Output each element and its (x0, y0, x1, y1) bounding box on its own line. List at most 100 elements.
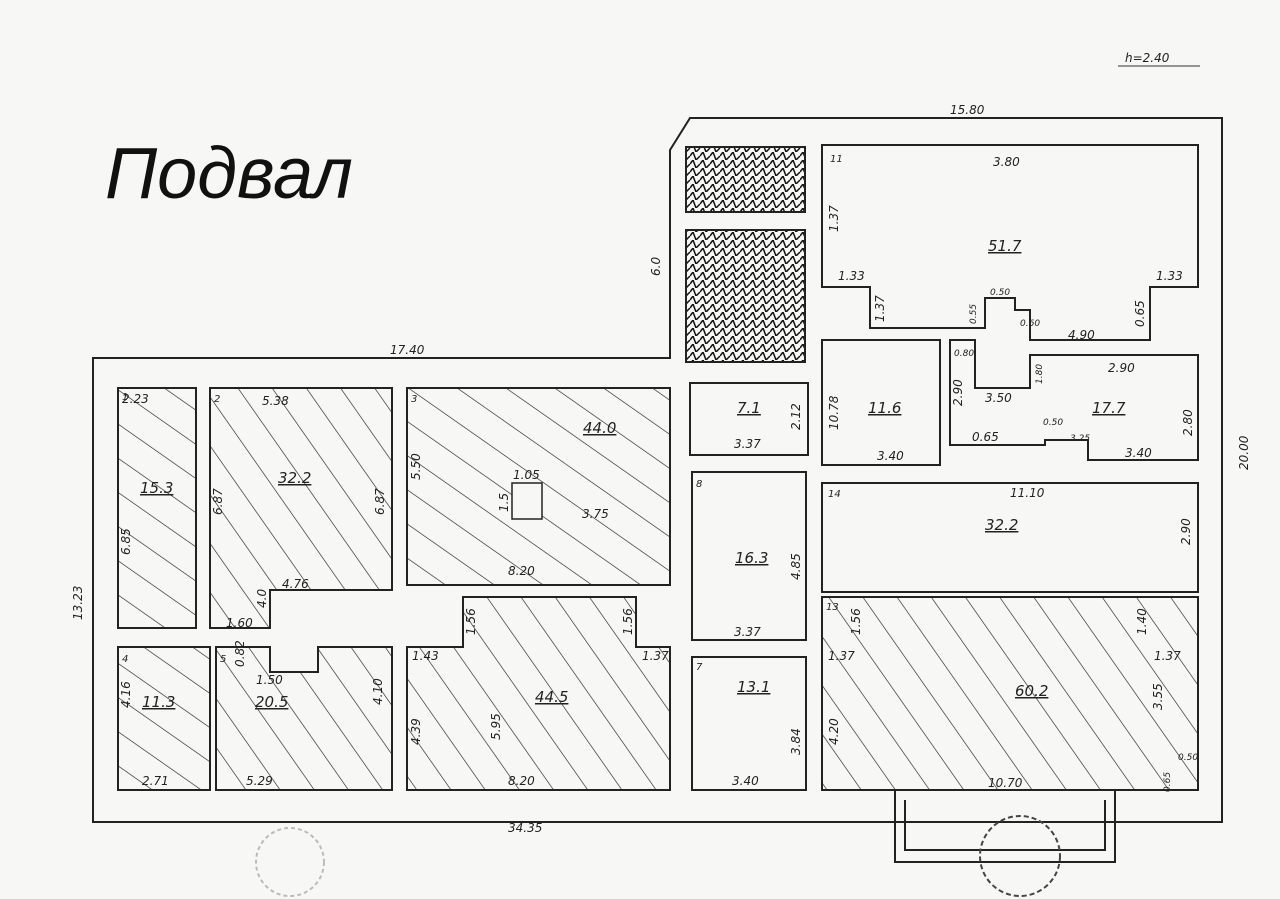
room-1 (117, 387, 197, 629)
dim-label: 2.80 (1181, 409, 1195, 436)
area-label: 32.2 (985, 516, 1018, 534)
dim-label: 2.90 (1108, 361, 1135, 375)
ceiling-height-note: h=2.40 (1125, 51, 1170, 65)
dim-label: 10.70 (988, 776, 1023, 790)
room-number: 5 (220, 654, 226, 665)
dim-label: 5.38 (262, 394, 289, 408)
dimension-labels: 17.40 34.35 13.23 15.80 20.00 6.0 2.23 5… (71, 103, 1251, 835)
dim-label: 2.71 (142, 774, 169, 788)
dim-label: 4.85 (789, 553, 803, 580)
dim-label: 6.85 (119, 528, 133, 555)
room-numbers: 1 2 3 4 5 7 8 11 13 14 (122, 154, 843, 673)
dim-label: 3.25 (1070, 434, 1090, 444)
dim-label: 1.40 (1135, 608, 1149, 635)
room-60-2 (821, 596, 1199, 791)
dim-label: 1.80 (1035, 364, 1045, 384)
dim-label: 3.40 (1125, 446, 1152, 460)
dim-label: 0.65 (972, 430, 999, 444)
area-label: 7.1 (737, 399, 761, 417)
dim-label: 4.10 (371, 678, 385, 705)
room-number: 11 (830, 154, 843, 165)
stamp-left (255, 827, 325, 897)
room-4 (117, 646, 211, 791)
plan-title: Подвал (105, 134, 353, 214)
dim-label: 3.40 (877, 449, 904, 463)
dim-label: 3.80 (993, 155, 1020, 169)
dim-label: 8.20 (508, 564, 535, 578)
dim-label: 1.37 (827, 205, 841, 232)
dim-label: 1.50 (256, 673, 283, 687)
dim-label: 34.35 (508, 821, 542, 835)
area-label: 16.3 (735, 549, 768, 567)
dim-label: 0.60 (1020, 319, 1040, 329)
outer-wall (92, 117, 1223, 823)
dim-label: 1.33 (1156, 269, 1183, 283)
dim-label: 2.90 (1179, 518, 1193, 545)
room-number: 14 (828, 489, 841, 500)
dim-label: 17.40 (390, 343, 425, 357)
dim-label: 0.65 (1133, 300, 1147, 327)
dim-label: 0.50 (990, 288, 1010, 298)
dim-label: 0.80 (954, 349, 974, 359)
room-2 (209, 387, 393, 629)
dim-label: 2.12 (789, 403, 803, 430)
dim-label: 1.56 (621, 608, 635, 635)
dim-label: 6.87 (373, 488, 387, 515)
dim-label: 6.0 (649, 257, 663, 276)
dim-label: 1.56 (464, 608, 478, 635)
room-7 (691, 656, 807, 791)
area-label: 13.1 (737, 678, 770, 696)
dim-label: 13.23 (71, 586, 85, 620)
dim-label: 1.60 (226, 616, 253, 630)
stamp-right (979, 815, 1061, 897)
dim-label: 4.39 (409, 718, 423, 745)
dim-label: 3.37 (734, 437, 761, 451)
room-number: 13 (826, 602, 839, 613)
dim-label: 3.55 (1151, 683, 1165, 710)
room-number: 3 (411, 394, 417, 405)
dim-label: 5.50 (409, 453, 423, 480)
room-11 (821, 144, 1199, 341)
dim-label: 3.50 (985, 391, 1012, 405)
dim-label: 4.90 (1068, 328, 1095, 342)
dim-label: 4.16 (119, 681, 133, 708)
dim-label: 5.29 (246, 774, 273, 788)
dim-label: 0.50 (1178, 753, 1198, 763)
dim-label: 4.0 (255, 589, 269, 608)
room-11-6 (821, 339, 941, 466)
area-label: 32.2 (278, 469, 311, 487)
dim-label: 1.33 (838, 269, 865, 283)
dim-label: 1.37 (828, 649, 855, 663)
room-8 (691, 471, 807, 641)
dim-label: 1.37 (642, 649, 669, 663)
dim-label: 3.84 (789, 728, 803, 755)
room-number: 8 (696, 479, 702, 490)
dim-label: 0.55 (969, 304, 979, 324)
area-label: 44.5 (535, 688, 568, 706)
room-number: 7 (696, 662, 703, 673)
dim-label: 2.23 (122, 392, 149, 406)
dim-label: 3.37 (734, 625, 761, 639)
dim-label: 0.82 (233, 640, 247, 667)
filled-area-top (685, 146, 806, 213)
area-label: 20.5 (255, 693, 288, 711)
dim-label: 3.75 (582, 507, 609, 521)
dim-label: 5.95 (489, 713, 503, 740)
dim-label: 2.90 (951, 379, 965, 406)
dim-label: 1.56 (849, 608, 863, 635)
dim-label: 15.80 (950, 103, 985, 117)
dim-label: 1.43 (412, 649, 439, 663)
room-number: 4 (122, 654, 128, 665)
area-label: 11.3 (142, 693, 175, 711)
area-label: 51.7 (988, 237, 1022, 255)
room-5 (215, 646, 393, 791)
filled-area (685, 229, 806, 363)
dim-label: 8.20 (508, 774, 535, 788)
dim-label: 20.00 (1237, 435, 1251, 470)
dim-label: 1.5 (497, 493, 511, 512)
porch (894, 790, 1116, 863)
dim-label: 10.78 (827, 395, 841, 430)
area-label: 44.0 (583, 419, 616, 437)
